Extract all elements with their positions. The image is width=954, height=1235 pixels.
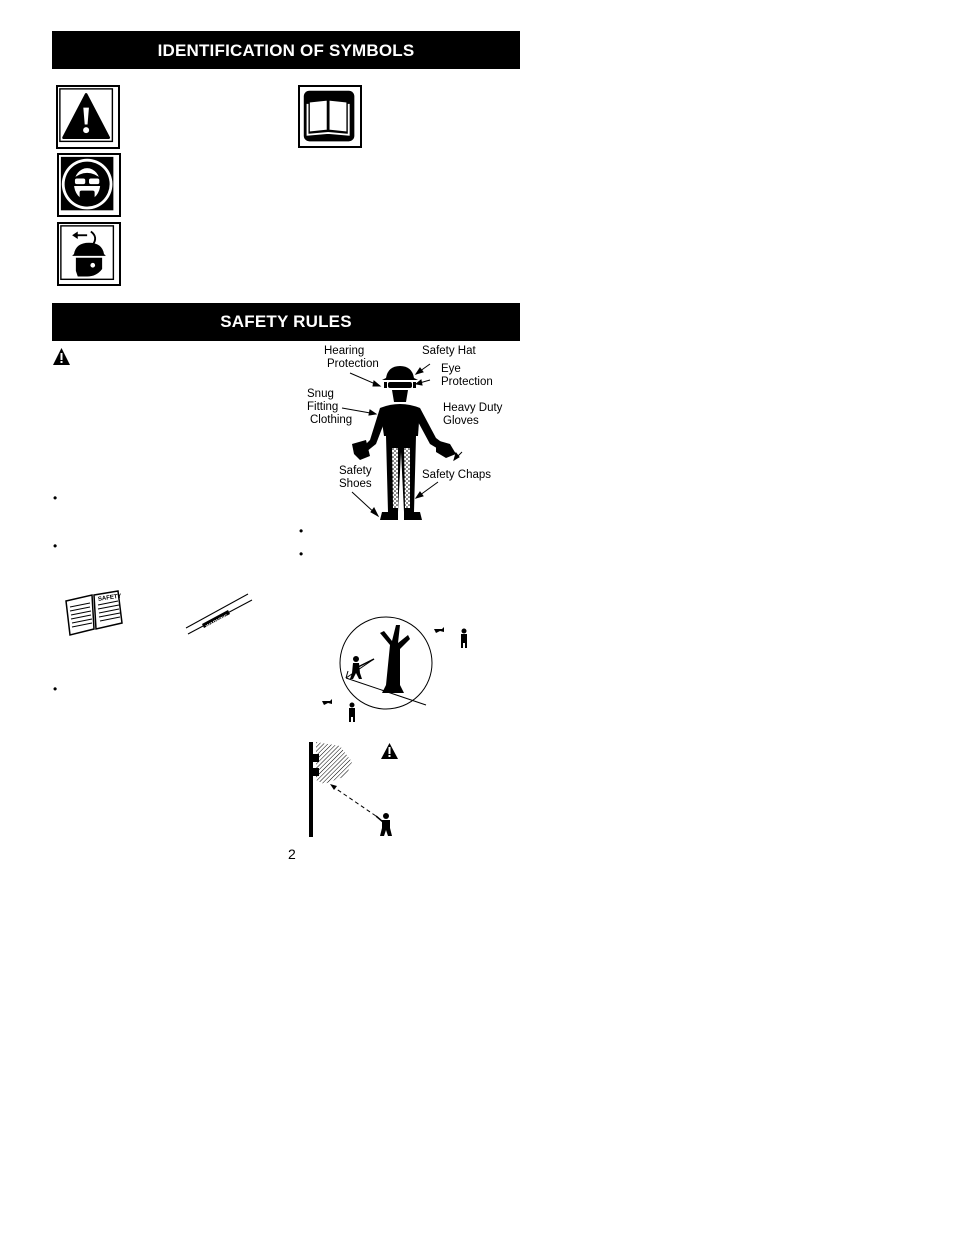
bullet-1: •	[53, 491, 58, 505]
label-hearing-protection-line1: Hearing	[324, 345, 365, 357]
eye-protection-icon	[60, 156, 114, 211]
warning-decal-illustration: WARNING	[185, 593, 253, 635]
safety-manual-book-illustration: SAFETY	[65, 590, 123, 636]
label-gloves-line1: Heavy Duty	[443, 402, 503, 414]
work-area-illustration	[322, 616, 467, 722]
power-line-hazard-illustration	[309, 742, 392, 837]
power-line-warning-icon	[381, 743, 398, 759]
manual-symbol-box	[298, 85, 362, 148]
book-safety-text: SAFETY	[98, 594, 122, 603]
label-safety-chaps: Safety Chaps	[422, 469, 492, 481]
label-snug-line3: Clothing	[310, 414, 353, 426]
label-safety-hat: Safety Hat	[422, 345, 476, 357]
label-snug-line1: Snug	[307, 388, 334, 400]
label-hearing-protection-line2: Protection	[327, 358, 379, 370]
label-shoes-line2: Shoes	[339, 478, 372, 490]
bullet-2: •	[53, 539, 58, 553]
eye-protection-symbol-box	[57, 153, 121, 217]
safety-section-header: SAFETY RULES	[52, 303, 520, 341]
label-snug-line2: Fitting	[307, 401, 339, 413]
label-shoes-line1: Safety	[339, 465, 372, 477]
gear-figure-drawing	[341, 363, 463, 520]
symbols-section-header: IDENTIFICATION OF SYMBOLS	[52, 31, 520, 69]
head-protection-symbol-box	[57, 222, 121, 286]
label-eye-protection-line2: Protection	[441, 376, 493, 388]
read-manual-icon	[303, 90, 355, 142]
alert-symbol-box	[56, 85, 120, 149]
bullet-5: •	[299, 547, 304, 561]
warning-triangle-icon	[53, 348, 70, 365]
alert-triangle-icon	[59, 88, 114, 143]
bullet-3: •	[53, 682, 58, 696]
safety-section-title: SAFETY RULES	[220, 312, 352, 331]
symbols-section-title: IDENTIFICATION OF SYMBOLS	[157, 41, 415, 60]
head-protection-icon	[60, 225, 115, 281]
page-number: 2	[288, 846, 296, 862]
label-gloves-line2: Gloves	[443, 415, 479, 427]
label-eye-protection-line1: Eye	[441, 363, 461, 375]
bullet-4: •	[299, 524, 304, 538]
